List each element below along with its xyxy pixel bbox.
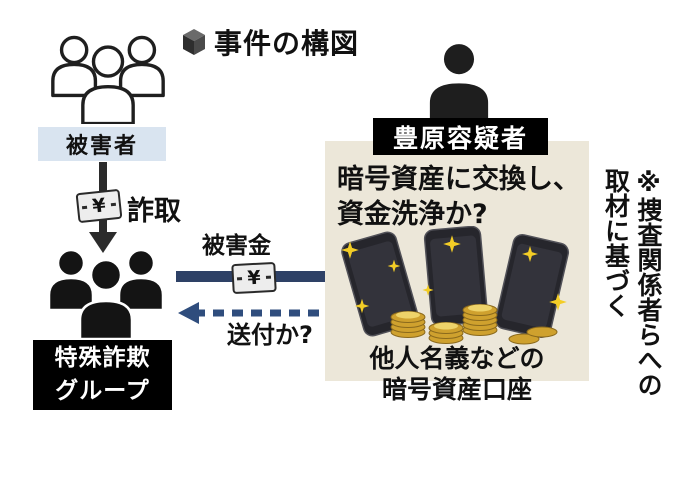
coin-stack bbox=[428, 322, 464, 344]
people-group-filled-icon bbox=[47, 248, 165, 339]
yen-banknote-icon: ¥ bbox=[231, 261, 277, 295]
diagram-title: 事件の構図 bbox=[181, 22, 359, 62]
dashed-arrow-left-icon bbox=[178, 302, 319, 324]
victims-label: 被害者 bbox=[38, 127, 166, 161]
swindle-label: 詐取 bbox=[127, 196, 181, 227]
damage-money-label: 被害金 bbox=[202, 233, 271, 259]
yen-banknote-icon: ¥ bbox=[75, 188, 123, 224]
account-text-line1: 他人名義などの bbox=[369, 344, 545, 373]
page-title: 事件の構図 bbox=[214, 27, 360, 60]
laundering-text-line2: 資金洗浄か? bbox=[337, 199, 488, 231]
account-text-line2: 暗号資産口座 bbox=[381, 375, 532, 405]
return-question-label: 送付か? bbox=[227, 321, 313, 349]
fraud-group-label: 特殊詐欺 グループ bbox=[33, 340, 172, 410]
coin-stack bbox=[390, 311, 426, 338]
coin-stack bbox=[462, 304, 498, 336]
person-silhouette-icon bbox=[429, 44, 489, 119]
account-text: 他人名義などの 暗号資産口座 bbox=[325, 343, 589, 406]
yen-symbol: ¥ bbox=[246, 266, 262, 290]
laundering-text-line1: 暗号資産に交換し、 bbox=[337, 164, 580, 195]
phone-middle-icon bbox=[423, 226, 489, 327]
people-group-outline-icon bbox=[51, 35, 165, 124]
laundering-text: 暗号資産に交換し、 資金洗浄か? bbox=[337, 162, 580, 232]
fraud-group-label-line1: 特殊詐欺 bbox=[54, 345, 151, 372]
yen-symbol: ¥ bbox=[91, 194, 107, 218]
smartphones-with-coins-illustration bbox=[341, 226, 570, 345]
source-footnote: ※捜査関係者らへの取材に基づく bbox=[601, 168, 664, 397]
suspect-name-label: 豊原容疑者 bbox=[373, 118, 548, 155]
loose-coins bbox=[508, 326, 558, 345]
fraud-group-label-line2: グループ bbox=[55, 378, 150, 404]
cube-icon bbox=[183, 29, 205, 55]
phone-right-icon bbox=[494, 233, 570, 339]
sparkle-icon bbox=[341, 235, 567, 314]
